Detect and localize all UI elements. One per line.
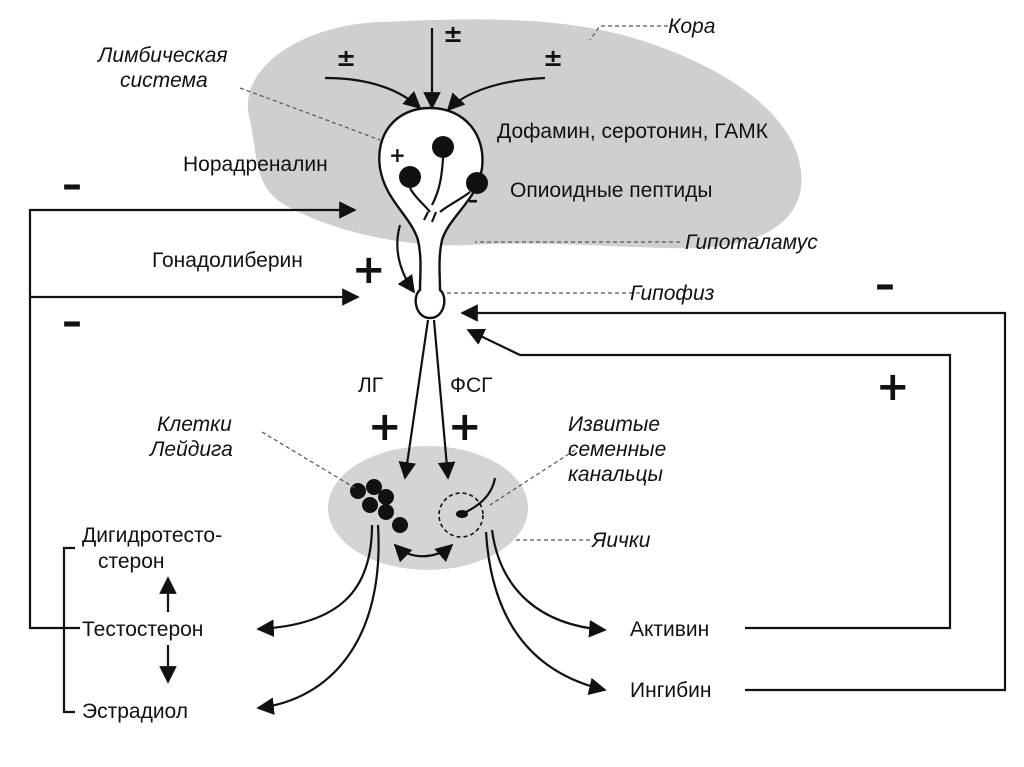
sign-minus-left-top: – bbox=[62, 162, 82, 208]
neuron-noradrenaline bbox=[399, 166, 421, 188]
label-tubules-1: Извитые bbox=[568, 413, 660, 436]
brain-cortex-shape bbox=[247, 19, 802, 249]
arrow-cortex-right bbox=[446, 76, 546, 112]
label-dht-2: стерон bbox=[98, 550, 165, 573]
sign-plus-lh: + bbox=[368, 404, 402, 450]
sign-plus-gonadoliberin: + bbox=[352, 247, 386, 293]
arrow-to-activin bbox=[490, 529, 607, 638]
feedback-inhibin bbox=[460, 304, 1007, 692]
label-leydig-2: Лейдига bbox=[148, 438, 233, 461]
leydig-cell bbox=[392, 517, 408, 533]
leydig-cell bbox=[378, 504, 394, 520]
sign-plus-fsh: + bbox=[448, 404, 482, 450]
neuron-dopamine bbox=[432, 136, 454, 158]
sign-pm-left: ± bbox=[336, 44, 356, 72]
label-tubules-2: семенные bbox=[568, 438, 666, 461]
sign-minus-opioid: – bbox=[468, 188, 478, 212]
neuron-opioid bbox=[466, 172, 488, 194]
sign-pm-top: ± bbox=[443, 20, 463, 48]
sign-pm-right: ± bbox=[543, 44, 563, 72]
label-activin: Активин bbox=[630, 618, 709, 641]
sign-plus-activin: + bbox=[876, 364, 910, 410]
label-leydig-1: Клетки bbox=[157, 413, 232, 436]
label-dopamine: Дофамин, серотонин, ГАМК bbox=[497, 120, 769, 143]
label-testosterone: Тестостерон bbox=[82, 618, 203, 641]
leydig-cell bbox=[350, 483, 366, 499]
label-lh: ЛГ bbox=[358, 374, 383, 397]
label-inhibin: Ингибин bbox=[630, 679, 711, 702]
arrow-to-testosterone bbox=[256, 524, 374, 638]
label-gonadoliberin: Гонадолиберин bbox=[152, 249, 303, 272]
paracrine-arrow bbox=[393, 543, 454, 563]
label-hypothalamus: Гипоталамус bbox=[685, 231, 818, 254]
label-limbic-1: Лимбическая bbox=[96, 44, 228, 67]
sertoli-cell bbox=[456, 510, 468, 518]
arrow-gonadoliberin bbox=[396, 224, 416, 294]
sign-minus-left-bottom: – bbox=[62, 299, 82, 345]
label-testes: Яички bbox=[591, 529, 651, 552]
label-dht-1: Дигидротесто- bbox=[82, 524, 222, 547]
arrow-fsh bbox=[432, 319, 456, 480]
arrow-to-inhibin bbox=[484, 531, 607, 696]
axon-2 bbox=[409, 187, 431, 213]
steroid-bracket bbox=[62, 546, 75, 714]
testis-shape bbox=[328, 446, 528, 570]
sign-plus-noradrenaline: + bbox=[389, 143, 406, 167]
leader-limbic bbox=[239, 87, 381, 141]
arrow-lh bbox=[398, 319, 430, 480]
feedback-activin bbox=[466, 328, 952, 630]
label-opioids: Опиоидные пептиды bbox=[510, 179, 712, 202]
axon-1 bbox=[431, 157, 445, 206]
label-estradiol: Эстрадиол bbox=[82, 700, 188, 723]
axon-3 bbox=[439, 191, 471, 213]
label-tubules-3: канальцы bbox=[568, 463, 663, 486]
arrow-to-estradiol bbox=[256, 524, 380, 715]
leader-tubules bbox=[489, 449, 576, 506]
axon-terminals bbox=[423, 211, 438, 223]
leader-leydig bbox=[261, 431, 356, 489]
arrow-cortex-left bbox=[324, 76, 422, 110]
sign-minus-inhibin: – bbox=[875, 262, 895, 308]
leydig-cell bbox=[378, 489, 394, 505]
label-fsh: ФСГ bbox=[450, 374, 493, 397]
leydig-cell bbox=[362, 497, 378, 513]
label-limbic-2: система bbox=[120, 69, 208, 92]
label-pituitary: Гипофиз bbox=[630, 282, 715, 305]
leader-cortex bbox=[589, 25, 668, 41]
tubule-tail bbox=[465, 477, 497, 513]
leydig-cell bbox=[366, 479, 382, 495]
feedback-testosterone-hypothalamus bbox=[28, 201, 357, 630]
label-noradrenaline: Норадреналин bbox=[183, 153, 328, 176]
seminiferous-tubule bbox=[438, 492, 484, 538]
label-cortex: Кора bbox=[668, 15, 715, 38]
